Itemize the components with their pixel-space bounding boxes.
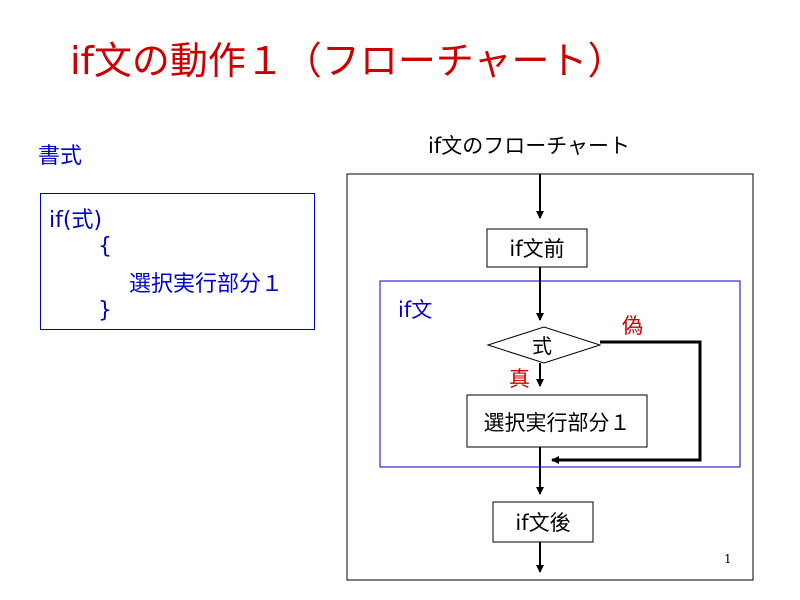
code-line-body: 選択実行部分１	[129, 272, 284, 297]
code-line-if: if(式)	[49, 208, 103, 233]
flowchart-frame	[346, 173, 754, 581]
condition-diamond	[486, 326, 602, 364]
if-region-label: if文	[398, 298, 432, 322]
after-box-label: if文後	[515, 511, 570, 535]
before-box-label: if文前	[509, 237, 564, 261]
flowchart-caption: if文のフローチャート	[428, 134, 631, 158]
false-label: 偽	[622, 314, 643, 338]
arrow-false-branch	[551, 340, 702, 464]
true-label: 真	[509, 367, 530, 391]
before-box	[486, 228, 588, 268]
action-box-label: 選択実行部分１	[484, 411, 631, 435]
slide-title: if文の動作１（フローチャート）	[70, 39, 626, 83]
after-box	[492, 501, 594, 543]
condition-label: 式	[532, 334, 552, 358]
if-region-box	[379, 280, 741, 468]
code-line-open-brace: {	[98, 234, 112, 259]
action-box	[466, 394, 648, 448]
code-line-close-brace: }	[98, 298, 112, 323]
syntax-code-box: if(式) { 選択実行部分１ }	[40, 193, 315, 330]
syntax-label: 書式	[38, 144, 83, 169]
slide-page-number: 1	[724, 552, 732, 566]
